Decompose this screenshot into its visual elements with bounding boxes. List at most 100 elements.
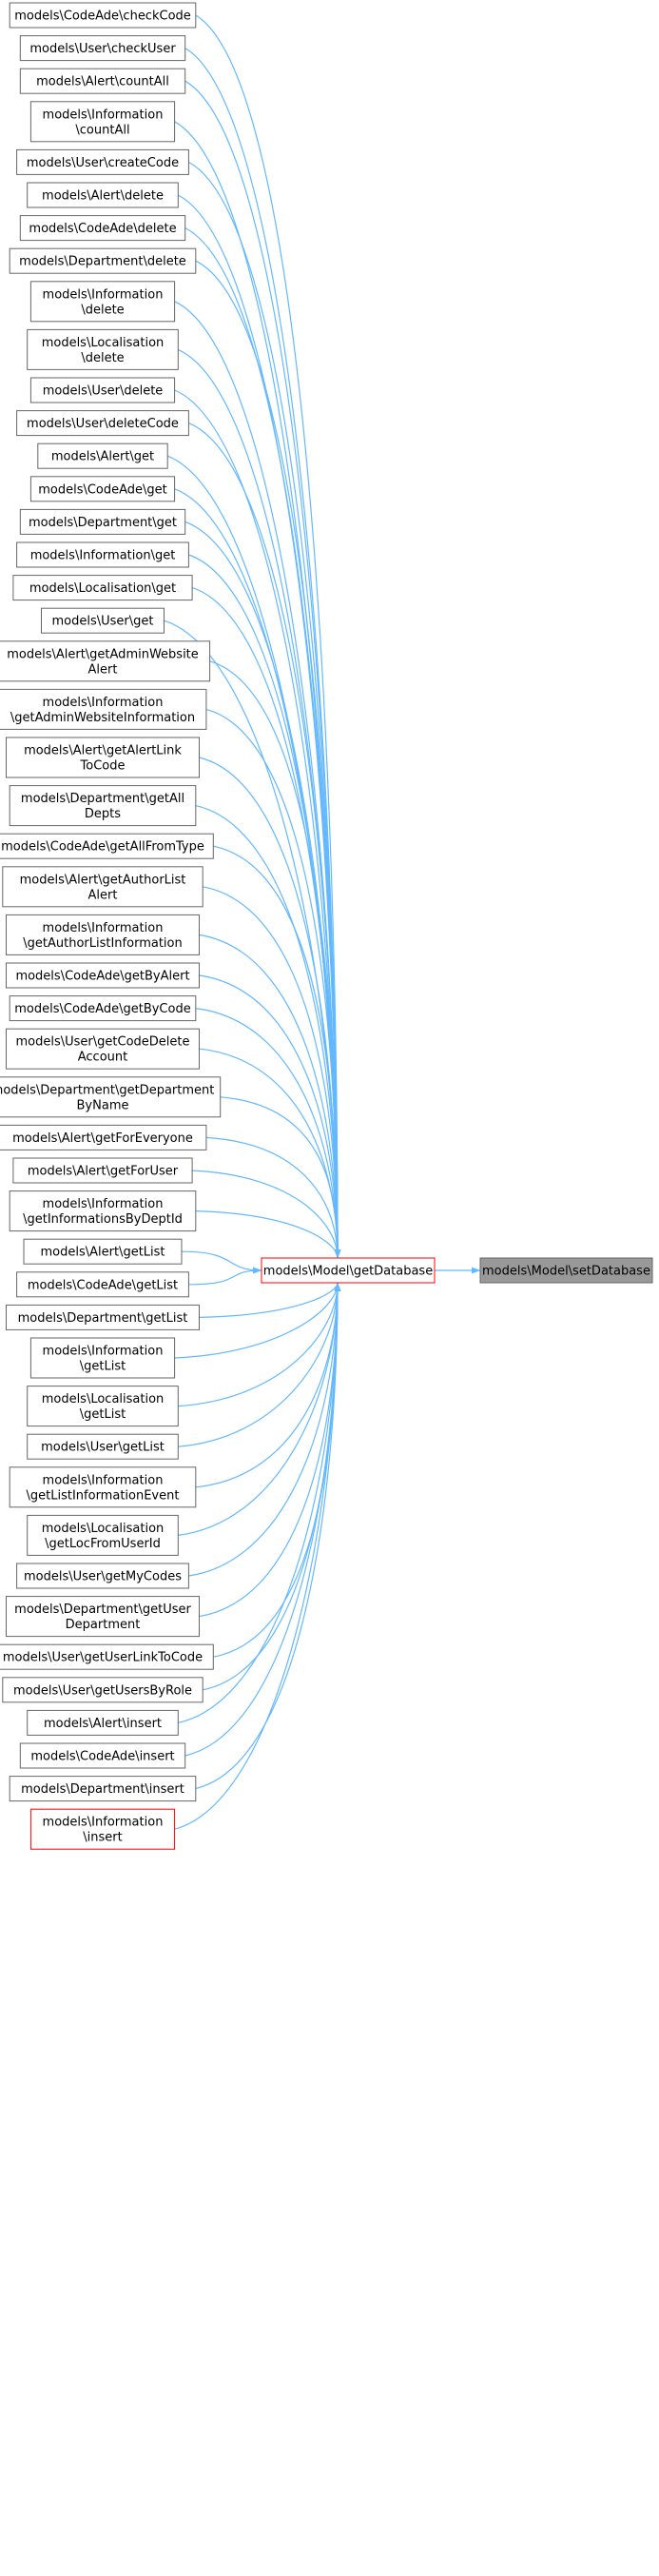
caller-node-box — [6, 962, 200, 989]
caller-edge — [174, 1282, 341, 1830]
caller-node-box — [2, 866, 204, 908]
caller-node-box — [6, 1304, 200, 1330]
caller-node[interactable]: models\CodeAde\get — [29, 476, 176, 502]
caller-node-box — [27, 328, 179, 370]
caller-node-box — [23, 1238, 183, 1265]
caller-node-label: Depts — [85, 807, 121, 821]
caller-node[interactable]: models\Department\getList — [6, 1304, 200, 1330]
caller-node[interactable]: models\Alert\countAll — [19, 68, 186, 94]
caller-node-box — [9, 785, 197, 827]
nodes-layer: models\CodeAde\checkCode models\User\chec… — [0, 2, 653, 1850]
caller-node-label: models\CodeAde\get — [38, 482, 167, 497]
caller-node[interactable]: models\Localisation\getList — [27, 1386, 179, 1427]
caller-node[interactable]: models\CodeAde\checkCode — [9, 2, 197, 29]
caller-node-box — [6, 737, 200, 778]
caller-node-label: \insert — [83, 1831, 122, 1845]
caller-node-label: models\User\getUsersByRole — [13, 1683, 192, 1698]
caller-node-label: models\Department\get — [29, 516, 177, 530]
caller-node-label: \getAuthorListInformation — [23, 936, 182, 951]
caller-node-label: models\Alert\countAll — [36, 75, 169, 89]
caller-node[interactable]: models\Information\getAuthorListInformat… — [6, 914, 200, 955]
caller-node-box — [29, 1808, 176, 1850]
caller-node[interactable]: models\CodeAde\getAllFromType — [0, 833, 214, 859]
caller-node-label: Alert — [88, 662, 118, 677]
caller-node-box — [29, 1337, 176, 1379]
caller-node-box — [0, 688, 207, 730]
caller-node[interactable]: models\User\getMyCodes — [16, 1563, 189, 1589]
caller-node-label: models\Information — [43, 1816, 164, 1830]
caller-node[interactable]: models\User\deleteCode — [16, 410, 189, 437]
caller-node[interactable]: models\CodeAde\getByCode — [9, 995, 197, 1022]
caller-node-label: \getList — [80, 1407, 126, 1422]
caller-node[interactable]: models\Information\insert — [29, 1808, 176, 1850]
caller-node[interactable]: models\CodeAde\delete — [19, 215, 186, 242]
caller-node-label: models\User\get — [52, 615, 154, 629]
caller-edge — [184, 1282, 341, 1757]
caller-node-box — [16, 541, 189, 568]
caller-node-label: models\Alert\getAdminWebsite — [7, 647, 199, 661]
caller-node-label: \getListInformationEvent — [27, 1488, 180, 1503]
caller-node[interactable]: models\User\checkUser — [19, 35, 186, 62]
caller-node[interactable]: models\Localisation\getLocFromUserId — [27, 1514, 179, 1556]
caller-node[interactable]: models\User\getUsersByRole — [2, 1677, 204, 1703]
caller-node-label: \countAll — [75, 123, 129, 137]
caller-node[interactable]: models\Information\getAdminWebsiteInform… — [0, 688, 207, 730]
caller-node-label: \getInformationsByDeptId — [23, 1212, 183, 1227]
caller-node[interactable]: models\Alert\getList — [23, 1238, 183, 1265]
caller-node[interactable]: models\Information\getInformationsByDept… — [9, 1190, 197, 1232]
caller-node[interactable]: models\Alert\insert — [27, 1709, 179, 1736]
caller-node[interactable]: models\Localisation\delete — [27, 328, 179, 370]
caller-node-label: models\CodeAde\getAllFromType — [1, 840, 204, 855]
hub-node-label: models\Model\getDatabase — [263, 1265, 433, 1279]
caller-node[interactable]: models\Information\get — [16, 541, 189, 568]
caller-node[interactable]: models\Alert\get — [37, 442, 168, 469]
caller-node[interactable]: models\CodeAde\insert — [19, 1742, 186, 1769]
caller-node[interactable]: models\Alert\delete — [27, 182, 179, 208]
caller-node-label: models\Information — [43, 1473, 164, 1487]
caller-node-box — [6, 914, 200, 955]
caller-node-label: \delete — [81, 351, 124, 365]
caller-node-label: models\CodeAde\getByAlert — [15, 970, 189, 984]
caller-node[interactable]: models\Department\delete — [9, 247, 197, 274]
caller-node[interactable]: models\User\getList — [27, 1433, 179, 1460]
caller-node[interactable]: models\User\createCode — [16, 148, 189, 175]
caller-node[interactable]: models\User\delete — [29, 377, 176, 403]
caller-node-box — [12, 1157, 193, 1184]
caller-node[interactable]: models\CodeAde\getList — [16, 1271, 189, 1298]
caller-node[interactable]: models\Localisation\get — [12, 575, 193, 601]
caller-edge — [174, 1282, 341, 1359]
caller-node[interactable]: models\CodeAde\getByAlert — [6, 962, 200, 989]
caller-node[interactable]: models\Department\insert — [9, 1776, 197, 1802]
caller-node-box — [19, 35, 186, 62]
caller-node[interactable]: models\Alert\getForEveryone — [0, 1124, 207, 1150]
caller-node-box — [27, 182, 179, 208]
caller-node[interactable]: models\Information\countAll — [29, 101, 176, 143]
caller-node[interactable]: models\Department\get — [19, 508, 186, 535]
caller-edge — [178, 1282, 341, 1723]
caller-node-box — [19, 215, 186, 242]
caller-node-label: models\Alert\getAuthorList — [20, 873, 186, 887]
caller-node[interactable]: models\Information\getListInformationEve… — [9, 1466, 197, 1508]
caller-node-label: models\CodeAde\insert — [30, 1750, 174, 1764]
caller-node-label: models\Department\getList — [18, 1311, 188, 1326]
caller-node[interactable]: models\Information\getList — [29, 1337, 176, 1379]
caller-edge — [213, 1282, 341, 1658]
caller-node-label: models\User\delete — [43, 384, 164, 399]
target-node-label: models\Model\setDatabase — [482, 1265, 650, 1279]
caller-node[interactable]: models\Information\delete — [29, 281, 176, 323]
target-node[interactable]: models\Model\setDatabase — [479, 1257, 653, 1284]
caller-node[interactable]: models\User\get — [41, 607, 165, 634]
caller-node-label: models\Localisation — [42, 1522, 165, 1536]
caller-node[interactable]: models\Alert\getForUser — [12, 1157, 193, 1184]
hub-node[interactable]: models\Model\getDatabase — [261, 1257, 436, 1284]
caller-node[interactable]: models\User\getUserLinkToCode — [0, 1643, 214, 1670]
caller-node-label: models\Alert\getAlertLink — [24, 744, 182, 758]
caller-node-box — [41, 607, 165, 634]
